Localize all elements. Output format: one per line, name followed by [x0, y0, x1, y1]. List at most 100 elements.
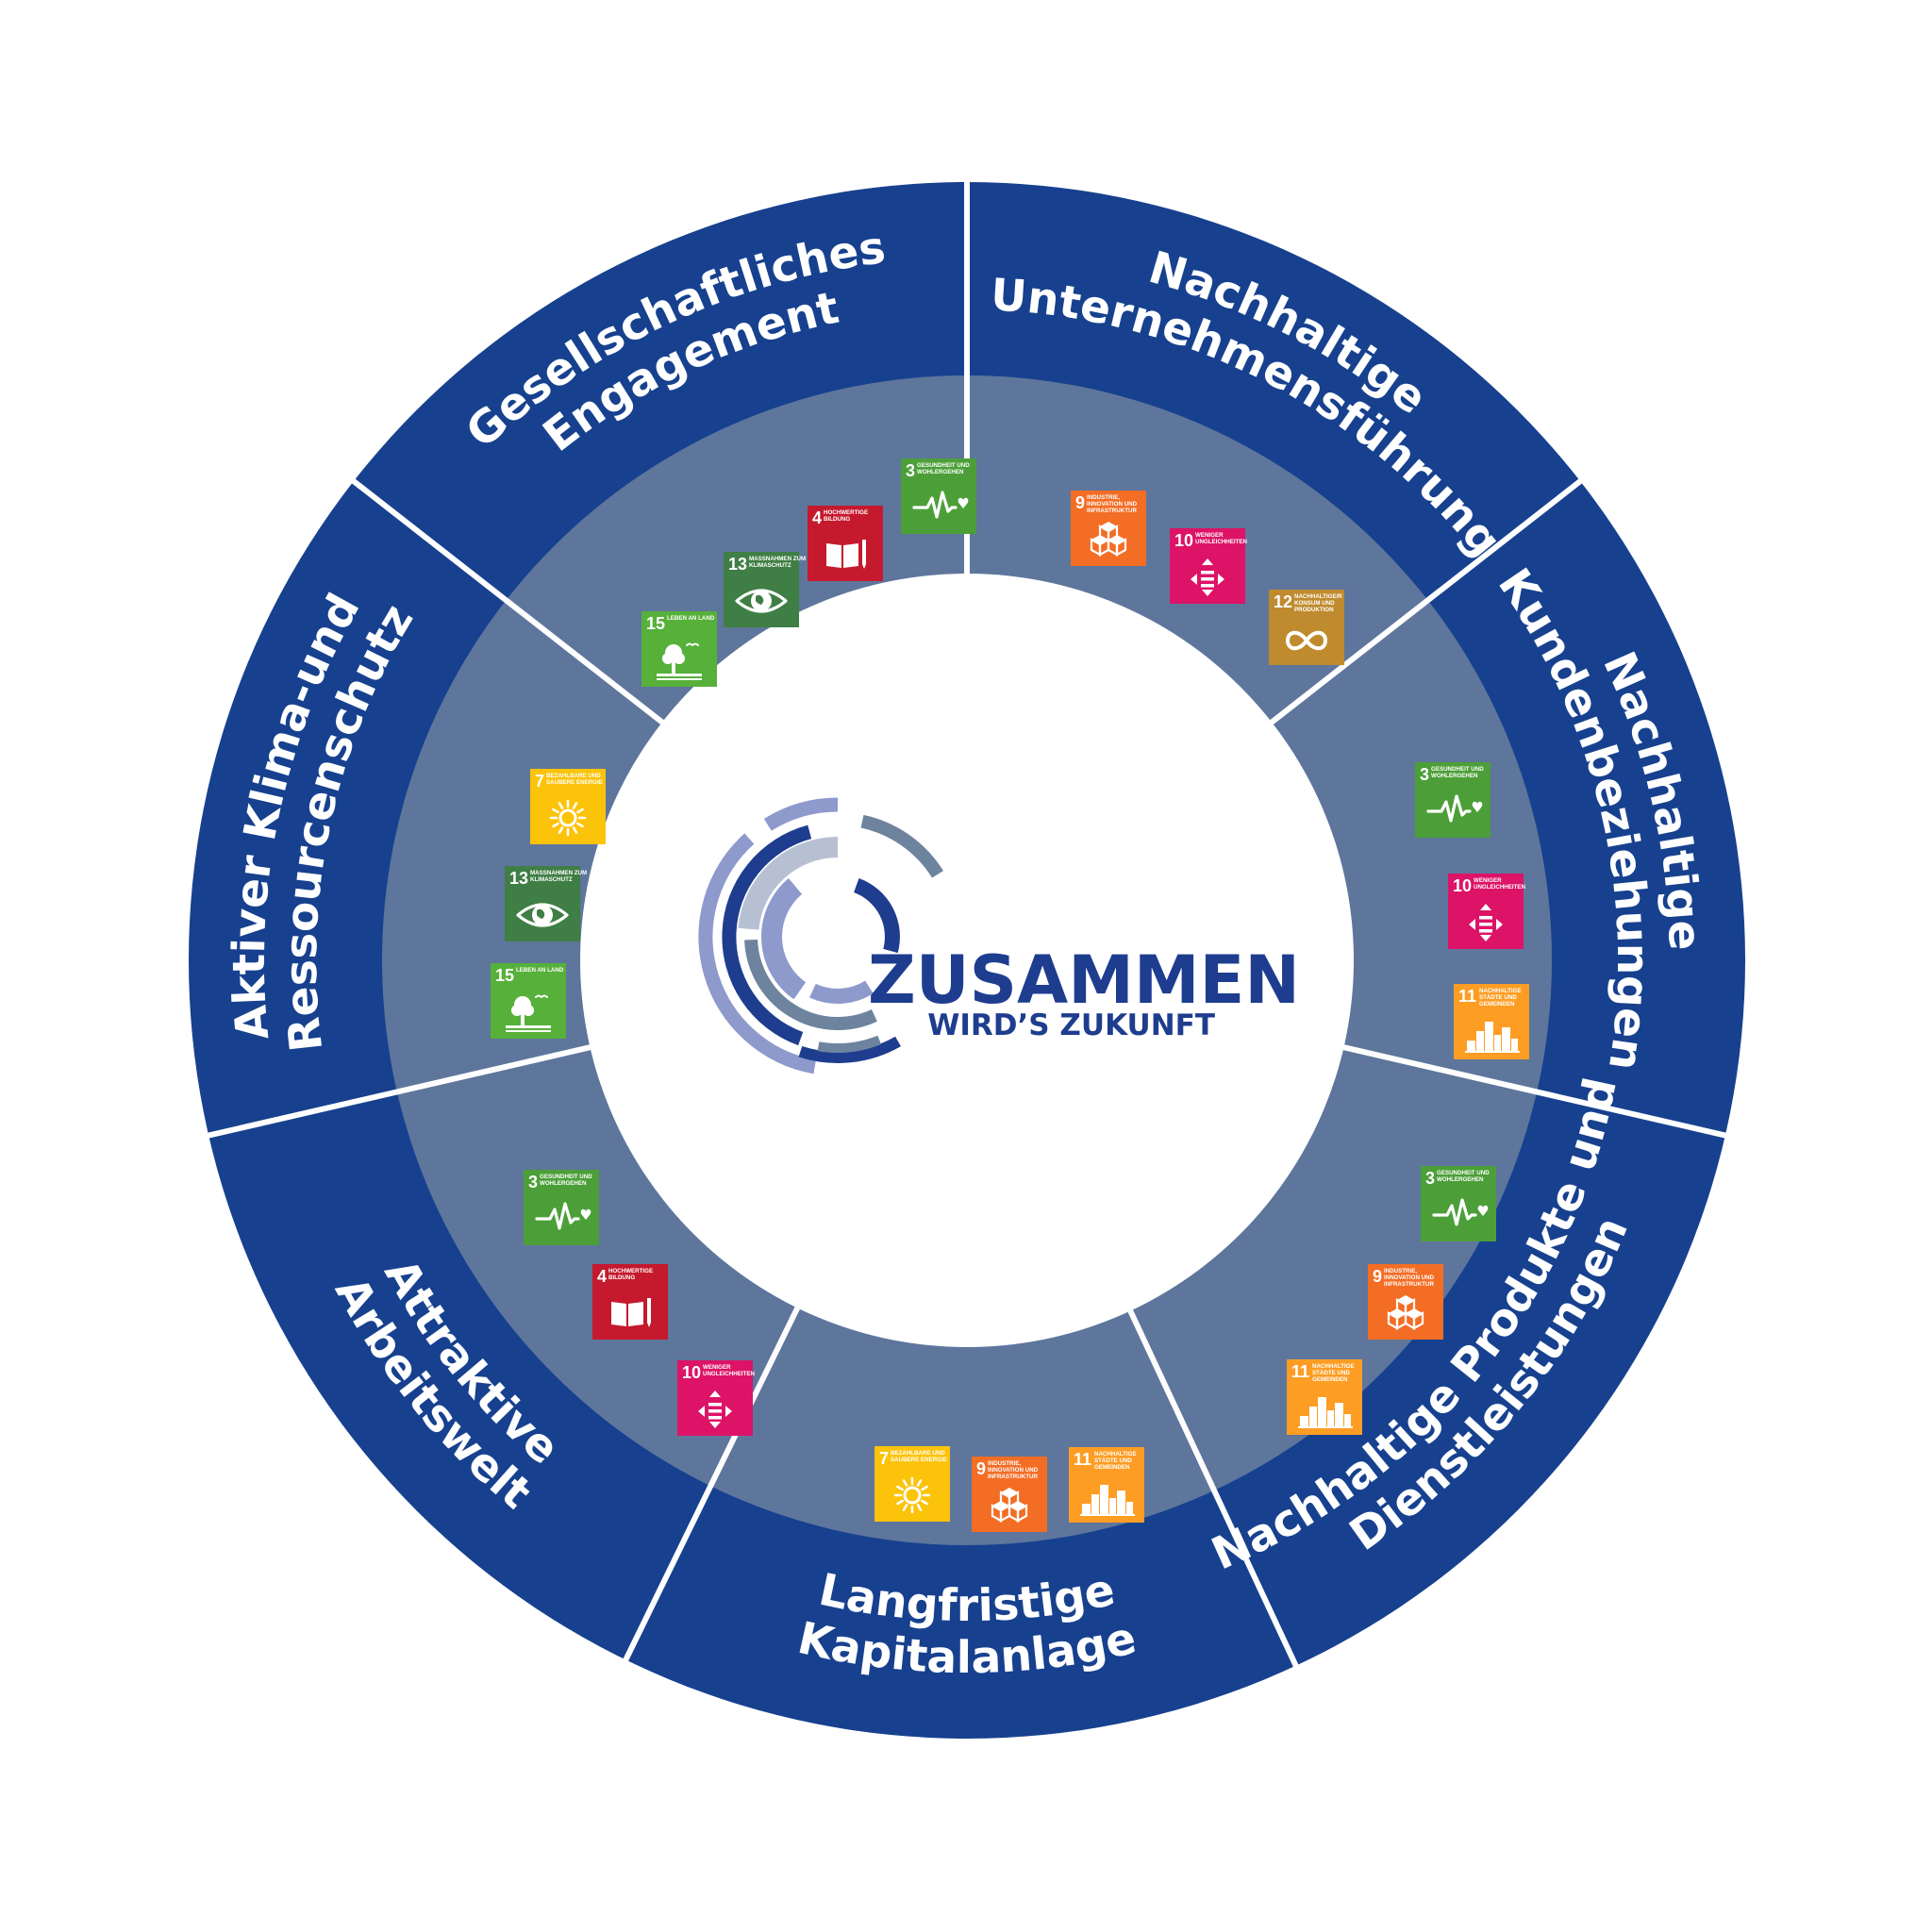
logo-arcs-icon — [698, 797, 943, 1074]
sdg-tile-background — [524, 1170, 599, 1245]
infinity-icon — [1286, 630, 1327, 651]
sdg-goal-number: 7 — [879, 1449, 889, 1468]
logo-arc — [744, 939, 877, 1031]
logo-arc — [817, 1035, 882, 1053]
city-icon — [1080, 1485, 1135, 1516]
sdg-goal-number: 9 — [976, 1459, 986, 1478]
sdg-tile-background — [592, 1264, 668, 1340]
tree-icon — [657, 642, 702, 680]
sdg-tile-background — [1421, 1166, 1496, 1241]
sdg-tile-background — [1415, 762, 1491, 838]
equality-icon — [1191, 558, 1224, 596]
heartbeat-icon — [1426, 794, 1483, 823]
sdg-goal-title: LEBEN AN LAND — [516, 967, 564, 974]
cubes-icon — [991, 1488, 1028, 1523]
sdg-goal-number: 13 — [728, 555, 747, 574]
cubes-icon — [1090, 522, 1127, 557]
zusammen-logo: ZUSAMMEN WIRD’S ZUKUNFT — [698, 797, 1300, 1074]
sdg-goal-number: 10 — [1174, 531, 1193, 550]
segment-divider — [203, 1043, 596, 1140]
logo-arc — [722, 824, 812, 1046]
segment-divider — [621, 1302, 803, 1666]
segment-divider — [1266, 475, 1586, 728]
equality-icon — [1469, 904, 1503, 941]
book-icon — [611, 1298, 651, 1327]
sdg-tile-background — [808, 506, 883, 581]
logo-arc — [809, 980, 874, 1004]
center-disc — [580, 574, 1354, 1347]
sdg-goal-number: 4 — [812, 508, 822, 527]
sun-icon — [893, 1476, 931, 1514]
cubes-icon — [1387, 1295, 1424, 1330]
sdg-goal-title: LEBEN AN LAND — [667, 615, 715, 622]
eye-globe-icon — [516, 903, 569, 927]
sdg-goal-number: 4 — [597, 1267, 607, 1286]
heartbeat-icon — [912, 491, 969, 519]
segment-divider — [1125, 1305, 1301, 1672]
sdg-goal-number: 11 — [1458, 987, 1476, 1006]
sdg-goal-number: 15 — [646, 614, 665, 633]
segment-divider — [348, 475, 668, 728]
city-icon — [1465, 1022, 1520, 1053]
sdg-goal-number: 9 — [1373, 1267, 1382, 1286]
equality-icon — [698, 1391, 732, 1428]
sdg-goal-number: 7 — [535, 772, 544, 791]
logo-wordmark: ZUSAMMEN — [868, 941, 1300, 1019]
logo-arc — [798, 1036, 901, 1063]
sdg-goal-number: 12 — [1274, 592, 1292, 611]
sdg-goal-number: 3 — [1420, 765, 1429, 784]
segment-dividers — [203, 177, 1731, 1672]
logo-arc — [860, 814, 943, 878]
logo-arc — [698, 833, 817, 1074]
sdg-goal-number: 15 — [495, 966, 514, 985]
sdg-goal-number: 9 — [1075, 493, 1085, 512]
sdg-goal-number: 3 — [528, 1173, 538, 1191]
sdg-goal-number: 10 — [1453, 876, 1472, 895]
center-circle — [580, 574, 1354, 1347]
heartbeat-icon — [1432, 1198, 1489, 1226]
sdg-goal-number: 11 — [1074, 1450, 1091, 1469]
sdg-goal-number: 13 — [509, 869, 528, 888]
logo-tagline: WIRD’S ZUKUNFT — [927, 1008, 1215, 1042]
logo-arc — [763, 797, 839, 831]
eye-globe-icon — [735, 589, 788, 613]
tree-icon — [506, 994, 551, 1032]
